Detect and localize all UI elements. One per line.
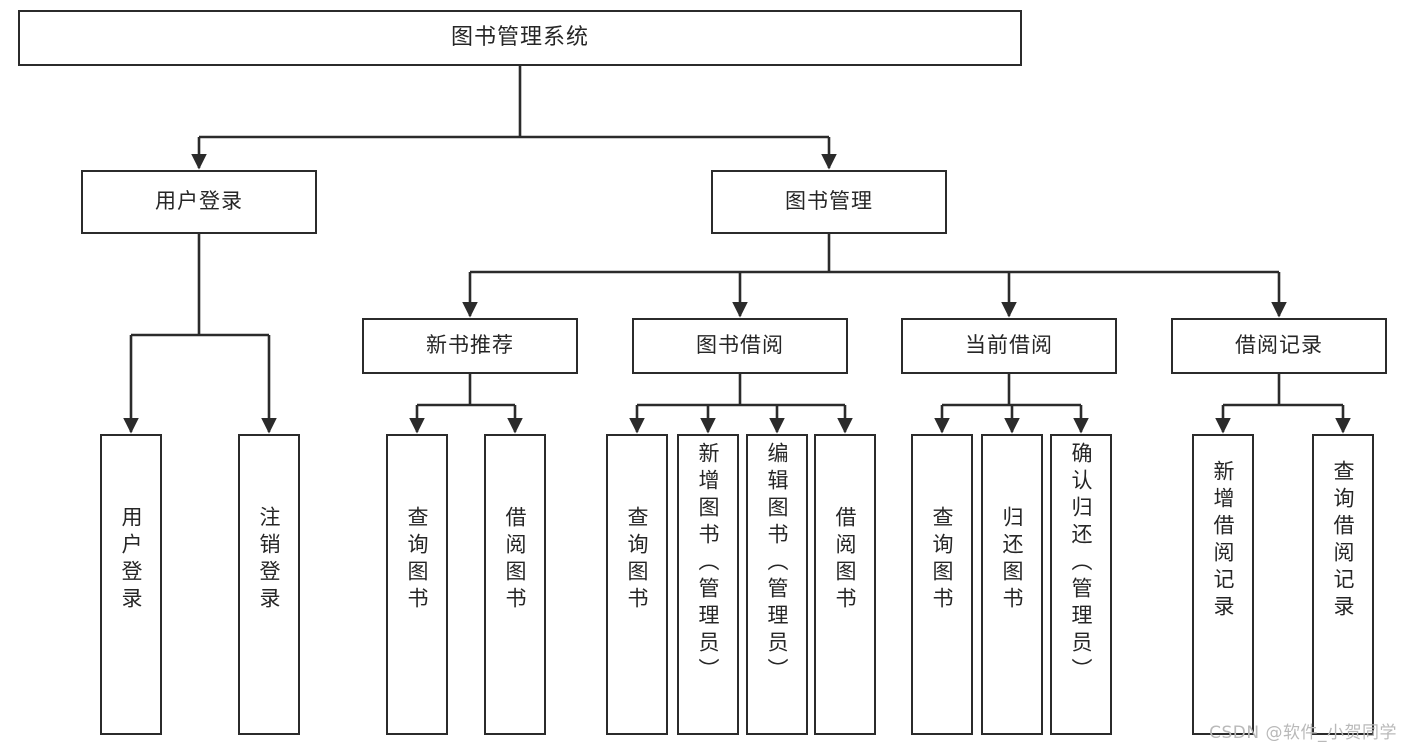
node-leaf-2[interactable]: 查询图书 bbox=[386, 434, 448, 735]
node-leaf-2-label: 查询图书 bbox=[405, 506, 430, 614]
node-level3-3[interactable]: 借阅记录 bbox=[1171, 318, 1387, 374]
watermark: CSDN @软件_小贺同学 bbox=[1209, 723, 1397, 743]
node-leaf-4[interactable]: 查询图书 bbox=[606, 434, 668, 735]
node-leaf-11-label: 新增借阅记录 bbox=[1211, 460, 1236, 622]
node-leaf-7-label: 借阅图书 bbox=[833, 506, 858, 614]
node-level3-3-label: 借阅记录 bbox=[1235, 333, 1323, 358]
node-leaf-0[interactable]: 用户登录 bbox=[100, 434, 162, 735]
node-leaf-10-label: 确认归还（管理员） bbox=[1069, 442, 1094, 685]
node-leaf-1[interactable]: 注销登录 bbox=[238, 434, 300, 735]
node-level3-1[interactable]: 图书借阅 bbox=[632, 318, 848, 374]
node-level3-2-label: 当前借阅 bbox=[965, 333, 1053, 358]
node-leaf-12[interactable]: 查询借阅记录 bbox=[1312, 434, 1374, 735]
node-leaf-11[interactable]: 新增借阅记录 bbox=[1192, 434, 1254, 735]
node-leaf-7[interactable]: 借阅图书 bbox=[814, 434, 876, 735]
node-level2-1-label: 图书管理 bbox=[785, 189, 873, 214]
node-leaf-3-label: 借阅图书 bbox=[503, 506, 528, 614]
node-level2-0-label: 用户登录 bbox=[155, 189, 243, 214]
node-leaf-5-label: 新增图书（管理员） bbox=[696, 442, 721, 685]
node-leaf-6-label: 编辑图书（管理员） bbox=[765, 442, 790, 685]
node-leaf-8-label: 查询图书 bbox=[930, 506, 955, 614]
node-level2-1[interactable]: 图书管理 bbox=[711, 170, 947, 234]
node-leaf-12-label: 查询借阅记录 bbox=[1331, 460, 1356, 622]
node-root-system[interactable]: 图书管理系统 bbox=[18, 10, 1022, 66]
node-leaf-9[interactable]: 归还图书 bbox=[981, 434, 1043, 735]
node-leaf-9-label: 归还图书 bbox=[1000, 506, 1025, 614]
node-level3-1-label: 图书借阅 bbox=[696, 333, 784, 358]
node-level2-0[interactable]: 用户登录 bbox=[81, 170, 317, 234]
node-level3-0[interactable]: 新书推荐 bbox=[362, 318, 578, 374]
node-leaf-10[interactable]: 确认归还（管理员） bbox=[1050, 434, 1112, 735]
node-level3-0-label: 新书推荐 bbox=[426, 333, 514, 358]
node-leaf-0-label: 用户登录 bbox=[119, 506, 144, 614]
node-leaf-1-label: 注销登录 bbox=[257, 506, 282, 614]
node-leaf-8[interactable]: 查询图书 bbox=[911, 434, 973, 735]
node-leaf-4-label: 查询图书 bbox=[625, 506, 650, 614]
node-leaf-3[interactable]: 借阅图书 bbox=[484, 434, 546, 735]
node-leaf-6[interactable]: 编辑图书（管理员） bbox=[746, 434, 808, 735]
node-level3-2[interactable]: 当前借阅 bbox=[901, 318, 1117, 374]
node-root-system-label: 图书管理系统 bbox=[450, 24, 589, 50]
node-leaf-5[interactable]: 新增图书（管理员） bbox=[677, 434, 739, 735]
